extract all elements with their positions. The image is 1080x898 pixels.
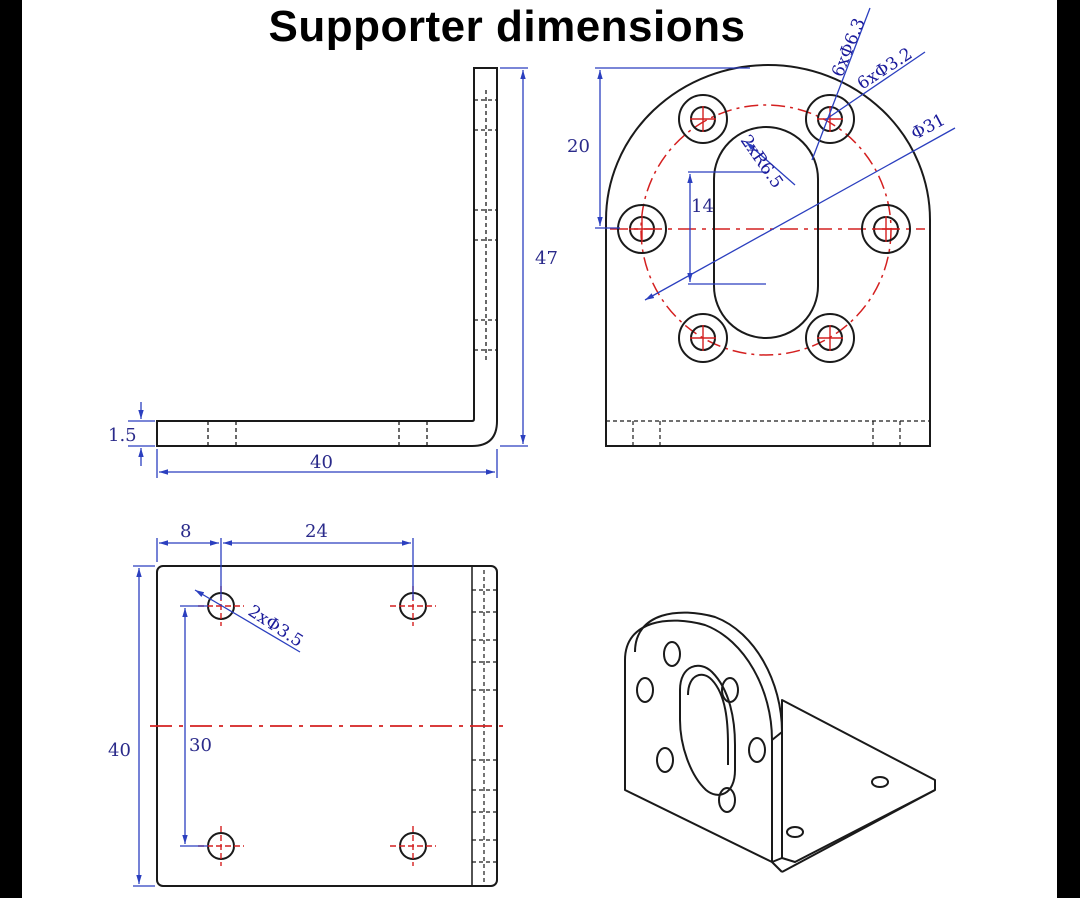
iso-hole xyxy=(663,641,681,667)
bottom-view xyxy=(133,538,505,887)
bottom-width-label: 40 xyxy=(108,740,131,761)
drawing-title: Supporter dimensions xyxy=(268,2,746,51)
technical-drawing: 47 40 1.5 xyxy=(108,7,956,887)
bottom-spacing-x-label: 24 xyxy=(305,521,328,542)
drawing-sheet: Supporter dimensions xyxy=(22,0,1057,898)
side-thickness-label: 1.5 xyxy=(108,425,137,446)
isometric-view xyxy=(624,611,936,873)
front-bolt-circle-label: Φ31 xyxy=(908,110,949,144)
iso-hole xyxy=(636,677,654,703)
iso-hole xyxy=(721,677,739,703)
side-view xyxy=(128,67,528,478)
bottom-spacing-y-label: 30 xyxy=(189,735,212,756)
iso-hole xyxy=(748,737,766,763)
front-slot-radius-label: 2xR6.5 xyxy=(736,131,787,192)
front-depth-label: 20 xyxy=(567,136,590,157)
iso-upright-face xyxy=(624,619,773,863)
bolt-circle xyxy=(640,104,892,356)
front-view xyxy=(595,7,956,447)
front-outline xyxy=(605,64,931,447)
iso-hole xyxy=(656,747,674,773)
center-slot xyxy=(713,126,819,339)
side-length-label: 40 xyxy=(310,452,333,473)
front-slot-length-label: 14 xyxy=(691,196,714,217)
side-length-dim xyxy=(156,449,498,478)
side-thickness-dim xyxy=(128,402,155,466)
iso-base-plate xyxy=(781,699,936,863)
iso-hole xyxy=(718,787,736,813)
side-height-label: 47 xyxy=(535,248,558,269)
side-height-dim xyxy=(500,67,528,447)
iso-base-hole xyxy=(786,826,804,838)
bottom-offset-label: 8 xyxy=(180,521,191,542)
side-profile-outline xyxy=(156,67,498,447)
bottom-hole-label: 2xΦ3.5 xyxy=(244,601,306,651)
front-hole-label: 6xΦ3.2 xyxy=(854,44,916,94)
iso-base-hole xyxy=(871,776,889,788)
side-hidden-holes xyxy=(207,90,497,446)
iso-slot xyxy=(679,664,736,796)
